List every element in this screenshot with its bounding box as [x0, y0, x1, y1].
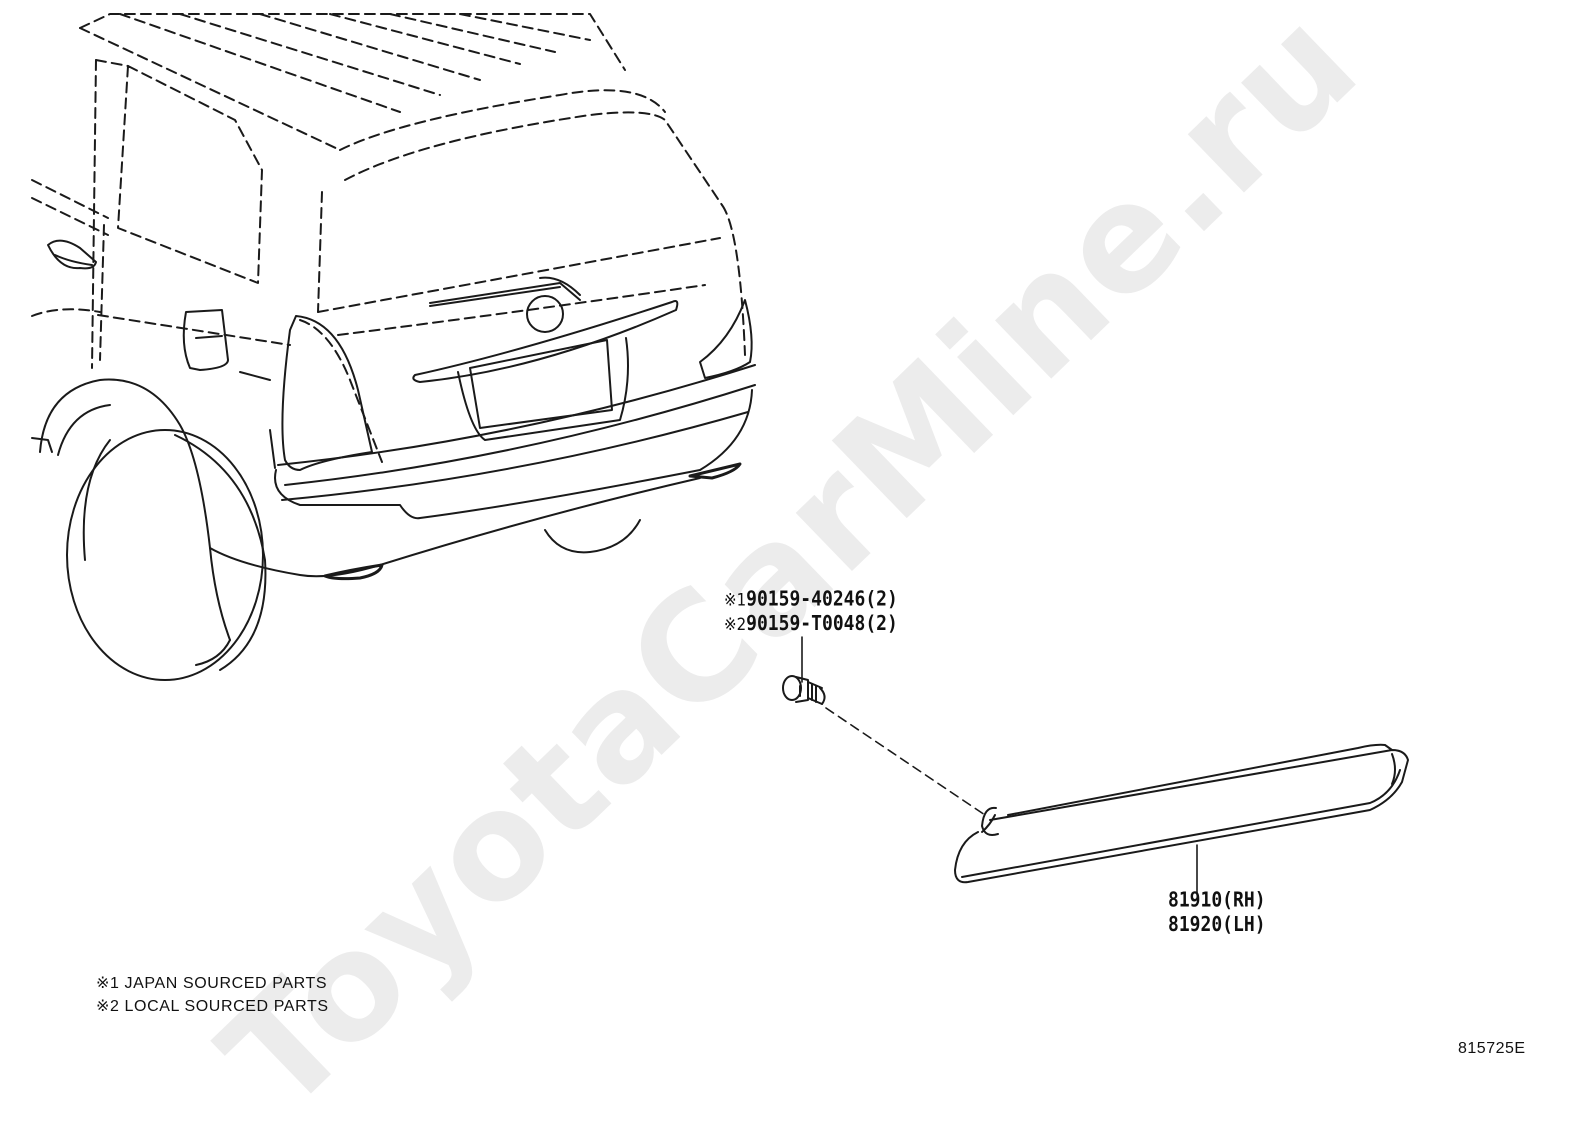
- parts-diagram: [31, 13, 1409, 894]
- reflector-part-no-rh: 81910(RH): [1168, 888, 1266, 912]
- install-line: [825, 707, 986, 816]
- bolt-part-no-1: ※190159-40246(2): [724, 587, 898, 611]
- diagram-code: 815725E: [1458, 1040, 1526, 1057]
- bolt-callout: ※190159-40246(2) ※290159-T0048(2): [724, 587, 898, 636]
- reflector-part-no-lh: 81920(LH): [1168, 913, 1266, 937]
- bolt-part-no-2: ※290159-T0048(2): [724, 612, 898, 636]
- reflector-callout: 81910(RH) 81920(LH): [1168, 888, 1266, 937]
- vehicle-rear-outline: [31, 13, 756, 681]
- footnote-2: ※2 LOCAL SOURCED PARTS: [96, 998, 329, 1015]
- footnotes: ※1 JAPAN SOURCED PARTS ※2 LOCAL SOURCED …: [96, 972, 329, 1018]
- bolt-part: [782, 675, 826, 705]
- footnote-1: ※1 JAPAN SOURCED PARTS: [96, 975, 328, 992]
- rear-reflector-part: [954, 743, 1409, 884]
